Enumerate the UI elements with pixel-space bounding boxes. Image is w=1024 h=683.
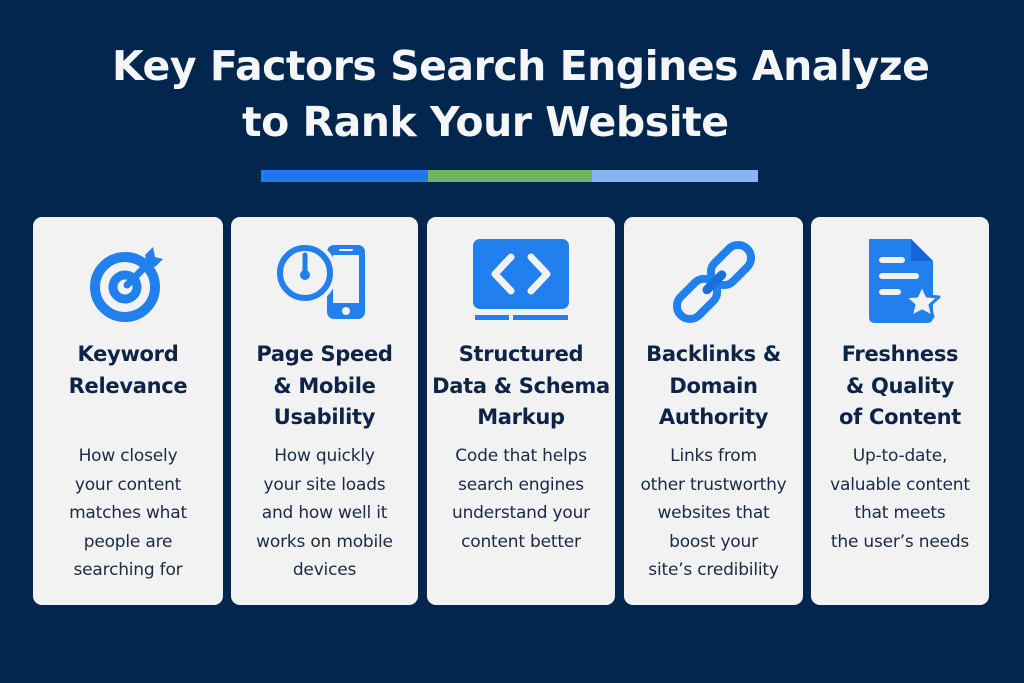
title-line-1: Key Factors Search Engines Analyze <box>112 42 930 90</box>
speed-mobile-icon <box>274 237 375 327</box>
chain-link-icon <box>664 237 764 327</box>
factor-card-structured-data: Structured Data & Schema Markup Code tha… <box>427 217 615 605</box>
card-title: Structured Data & Schema Markup <box>432 342 610 429</box>
card-title: Keyword Relevance <box>68 342 188 398</box>
card-title: Page Speed & Mobile Usability <box>256 342 393 429</box>
accent-divider <box>261 170 758 182</box>
factor-card-keyword-relevance: Keyword Relevance How closely your conte… <box>33 217 223 605</box>
factor-card-page-speed: Page Speed & Mobile Usability How quickl… <box>231 217 418 605</box>
card-description: Up-to-date, valuable content that meets … <box>830 446 970 552</box>
card-title: Freshness & Quality of Content <box>839 342 961 429</box>
factor-card-freshness: Freshness & Quality of Content Up-to-dat… <box>811 217 989 605</box>
title-line-2: to Rank Your Website <box>242 98 729 146</box>
card-description: How closely your content matches what pe… <box>69 446 187 580</box>
target-icon <box>78 237 178 327</box>
card-description: How quickly your site loads and how well… <box>256 446 393 580</box>
card-title: Backlinks & Domain Authority <box>646 342 781 429</box>
card-description: Links from other trustworthy websites th… <box>640 446 787 580</box>
code-monitor-icon <box>471 237 571 327</box>
factor-card-backlinks: Backlinks & Domain Authority Links from … <box>624 217 803 605</box>
card-description: Code that helps search engines understan… <box>452 446 590 552</box>
accent-segment-blue <box>261 170 428 182</box>
accent-segment-light-blue <box>592 170 758 182</box>
document-star-icon <box>850 237 950 327</box>
accent-segment-green <box>428 170 592 182</box>
